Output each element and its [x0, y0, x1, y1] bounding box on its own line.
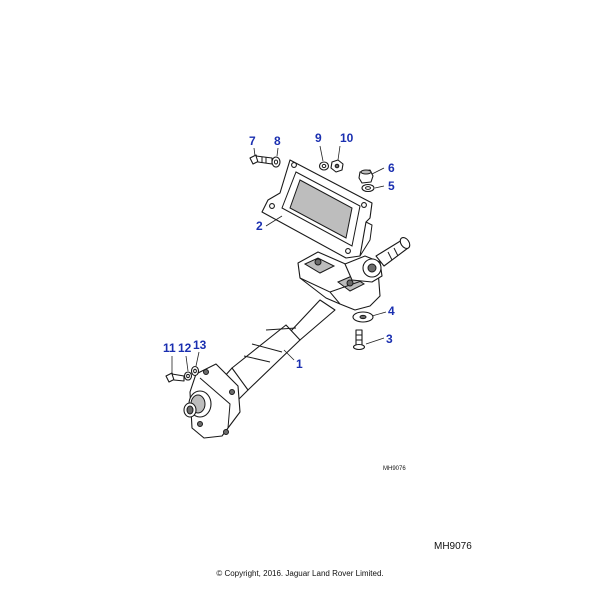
nut-6 [358, 169, 374, 184]
bolt-7 [249, 154, 273, 165]
drawing-code: MH9076 [434, 541, 472, 552]
callout-3: 3 [386, 332, 393, 346]
washer-5 [361, 183, 375, 193]
washer-8 [271, 156, 281, 168]
washer-9 [318, 161, 330, 171]
callout-6: 6 [388, 161, 395, 175]
callout-11: 11 [163, 341, 176, 355]
callout-10: 10 [340, 131, 354, 145]
washer-13 [190, 365, 200, 377]
callout-9: 9 [315, 131, 322, 145]
lower-spline-joint [183, 390, 212, 418]
callout-13: 13 [193, 338, 207, 352]
column-upper-housing [297, 251, 383, 311]
callout-2: 2 [256, 219, 263, 233]
callout-12: 12 [178, 341, 192, 355]
washer-12 [183, 371, 193, 381]
callout-8: 8 [274, 134, 281, 148]
lower-flange [189, 363, 241, 439]
washer-4 [352, 311, 374, 323]
bolt-11 [165, 372, 185, 383]
column-output-shaft [375, 237, 411, 267]
gasket-plate [261, 159, 373, 259]
copyright-notice: © Copyright, 2016. Jaguar Land Rover Lim… [216, 569, 384, 578]
callout-1: 1 [296, 357, 303, 371]
callout-5: 5 [388, 179, 395, 193]
leader-lines [171, 145, 387, 373]
callout-7: 7 [249, 134, 256, 148]
bolt-3 [352, 329, 366, 351]
drawing-code-small: MH9076 [383, 466, 406, 472]
nut-10 [330, 159, 344, 173]
callout-4: 4 [388, 304, 395, 318]
